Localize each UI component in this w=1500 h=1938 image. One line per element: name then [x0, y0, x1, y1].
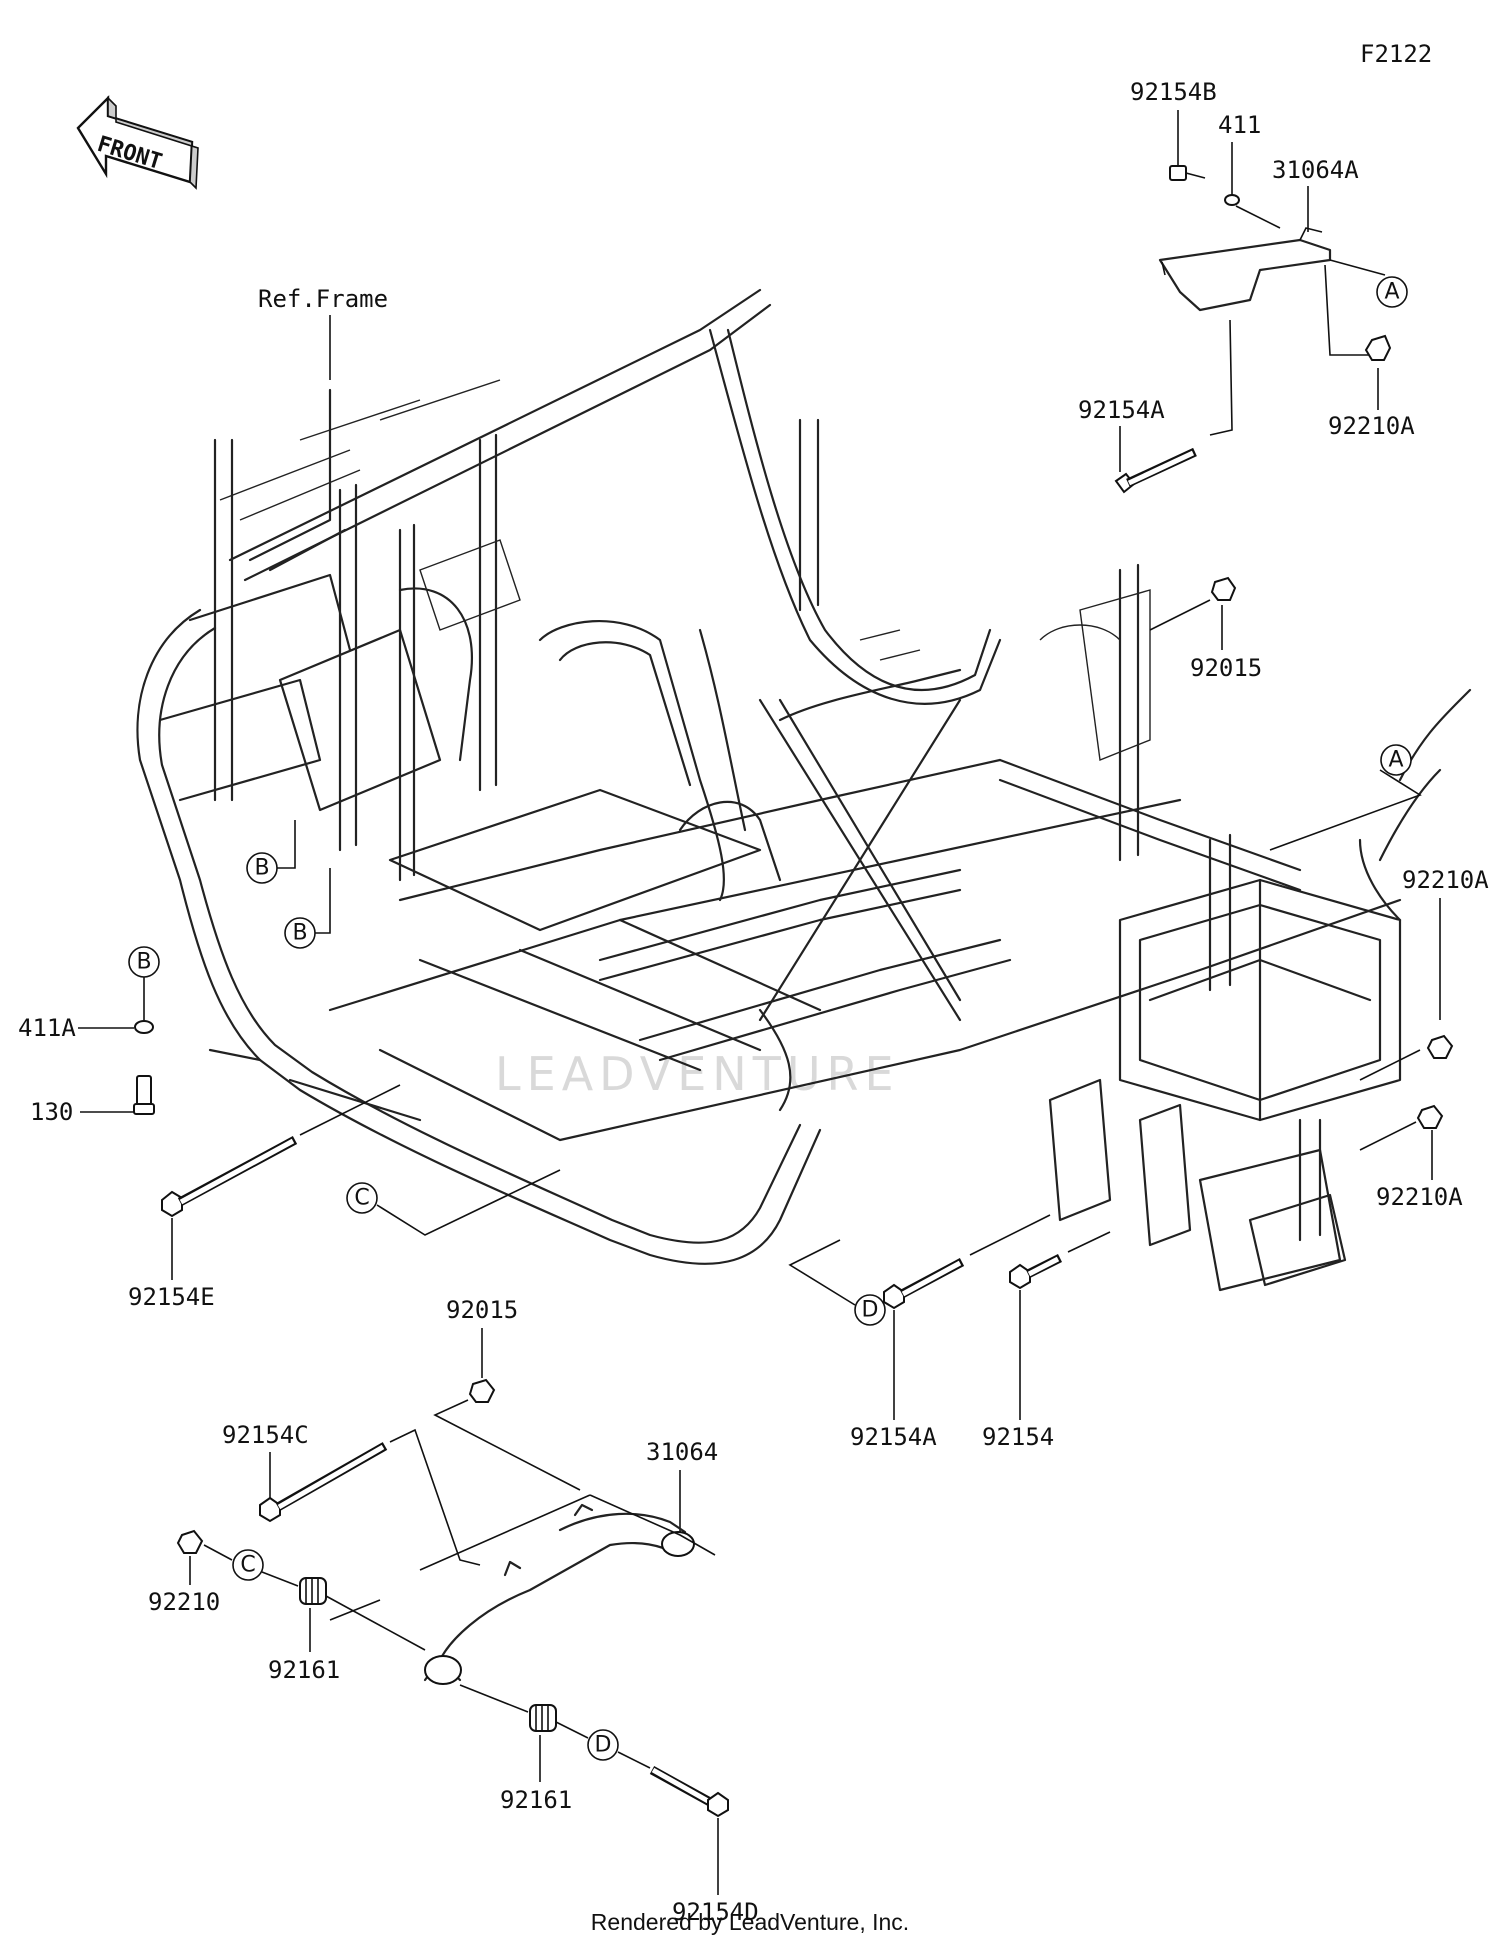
svg-text:C: C	[354, 1186, 369, 1211]
part-label-92154A-bottom: 92154A	[850, 1423, 937, 1451]
part-label-92154E: 92154E	[128, 1283, 215, 1311]
nut-92210-icon	[176, 1529, 204, 1554]
svg-text:D: D	[862, 1298, 879, 1323]
callout-c-frame: C	[346, 1182, 378, 1214]
nut-92015-top-icon	[1210, 576, 1237, 601]
nut-92210A-r2-icon	[1416, 1104, 1444, 1129]
part-label-92154A-top: 92154A	[1078, 396, 1165, 424]
bolt-92154-icon	[1009, 1253, 1063, 1290]
part-label-411-top: 411	[1218, 111, 1261, 139]
bolt-92154A-top-icon	[1114, 447, 1197, 494]
footer-credit: Rendered by LeadVenture, Inc.	[591, 1909, 909, 1935]
bracket-31064A-group: 92154B 411 31064A A 92210A 92154A	[1078, 78, 1415, 494]
svg-text:A: A	[1388, 748, 1403, 773]
callout-d-bottom: D	[587, 1729, 619, 1761]
part-label-411A: 411A	[18, 1014, 76, 1042]
bolt-92154A-bottom-icon	[883, 1258, 965, 1310]
callout-b-2: B	[284, 917, 316, 949]
part-label-92210A-r2: 92210A	[1376, 1183, 1463, 1211]
part-label-92154C: 92154C	[222, 1421, 309, 1449]
bracket-31064A-icon	[1158, 238, 1332, 312]
part-label-130: 130	[30, 1098, 73, 1126]
svg-text:D: D	[595, 1733, 612, 1758]
callout-b-1: B	[246, 852, 278, 884]
callout-a-top: A	[1376, 276, 1408, 308]
ref-frame-label: Ref.Frame	[258, 285, 388, 313]
bolt-92154E-icon	[161, 1136, 298, 1218]
bolt-92154D-icon	[649, 1766, 729, 1818]
washer-411-icon	[1224, 194, 1240, 206]
nut-92015-bottom-icon	[468, 1378, 496, 1403]
nut-92210A-r1-icon	[1426, 1034, 1454, 1059]
part-label-92210A-r1: 92210A	[1402, 866, 1489, 894]
bushing-92161-b-icon	[529, 1704, 557, 1732]
part-label-92154B: 92154B	[1130, 78, 1217, 106]
part-label-31064: 31064	[646, 1438, 718, 1466]
part-label-92161-b: 92161	[500, 1786, 572, 1814]
front-arrow-icon: FRONT	[76, 95, 199, 190]
part-label-92210: 92210	[148, 1588, 220, 1616]
nut-92210A-top-icon	[1364, 334, 1392, 361]
part-label-92161-a: 92161	[268, 1656, 340, 1684]
vehicle-frame	[136, 288, 1472, 1292]
watermark: LEADVENTURE	[495, 1047, 900, 1101]
bushing-92161-a-icon	[299, 1577, 327, 1605]
part-label-92015-top: 92015	[1190, 654, 1262, 682]
svg-text:B: B	[292, 921, 307, 946]
callout-d-frame: D	[854, 1294, 886, 1326]
svg-text:C: C	[240, 1553, 255, 1578]
part-label-31064A: 31064A	[1272, 156, 1359, 184]
part-label-92154: 92154	[982, 1423, 1054, 1451]
svg-text:B: B	[254, 856, 269, 881]
callout-b-left: B	[128, 946, 160, 978]
callout-a-right: A	[1380, 744, 1412, 776]
part-label-92210A-top: 92210A	[1328, 412, 1415, 440]
svg-text:B: B	[136, 950, 151, 975]
washer-411A-icon	[134, 1020, 154, 1034]
callout-c-bottom: C	[232, 1549, 264, 1581]
part-label-92154D: 92154D	[672, 1898, 759, 1926]
figure-code: F2122	[1360, 40, 1432, 68]
engine-mount-31064-icon	[423, 1503, 695, 1685]
bolt-92154B-icon	[1169, 165, 1206, 181]
bolt-92154C-icon	[259, 1442, 388, 1523]
part-label-92015-bottom: 92015	[446, 1296, 518, 1324]
bolt-130-icon	[133, 1075, 155, 1115]
svg-text:A: A	[1384, 280, 1399, 305]
